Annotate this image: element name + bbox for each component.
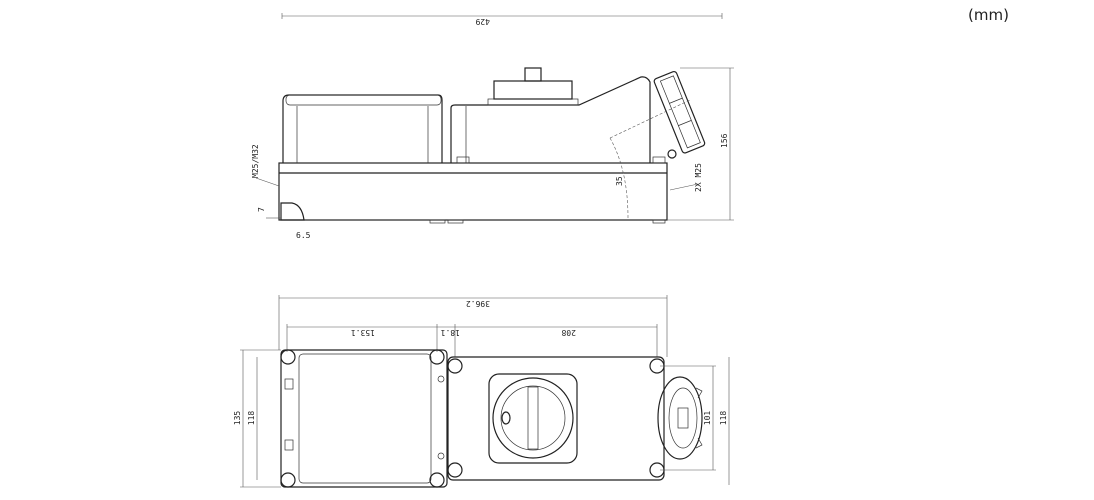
top-view: 396.2 153.1 18.1 208: [233, 295, 730, 488]
units-label: (mm): [968, 6, 1009, 24]
dim-overall-length: 429: [475, 17, 490, 26]
rotary-switch: [492, 377, 574, 459]
side-view: 429 35 156 M25/M32: [251, 13, 734, 240]
dim-small-a: 7: [257, 207, 266, 212]
right-housing: [450, 76, 651, 163]
dim-overall-length: 396.2: [466, 299, 490, 308]
screws-right: [447, 358, 665, 478]
dim-angle: 35: [615, 176, 624, 186]
left-cable-entry: M25/M32: [251, 144, 260, 178]
left-box: [280, 349, 448, 488]
socket-top: [657, 376, 703, 460]
right-cable-entry: 2X M25: [694, 163, 703, 192]
dim-socket-outer-height: 118: [719, 411, 728, 426]
dim-left-inner-height: 118: [247, 411, 256, 426]
switch-knob: [493, 80, 573, 100]
switch-stem: [524, 67, 542, 82]
right-box: [447, 356, 665, 481]
dim-socket-inner-height: 101: [703, 411, 712, 426]
dim-left-outer-height: 135: [233, 411, 242, 426]
dim-right-box-width: 208: [561, 328, 576, 337]
dim-left-box-width: 153.1: [351, 328, 375, 337]
dim-height: 156: [720, 133, 729, 148]
dim-gap: 18.1: [441, 328, 460, 337]
screws-left: [280, 349, 445, 488]
tilted-socket: [653, 70, 706, 154]
switch-base: [487, 98, 579, 106]
base-body: [278, 162, 668, 221]
dim-small-b: 6.5: [296, 231, 311, 240]
gland-detail: [280, 202, 305, 221]
switch-plate: [488, 373, 578, 464]
